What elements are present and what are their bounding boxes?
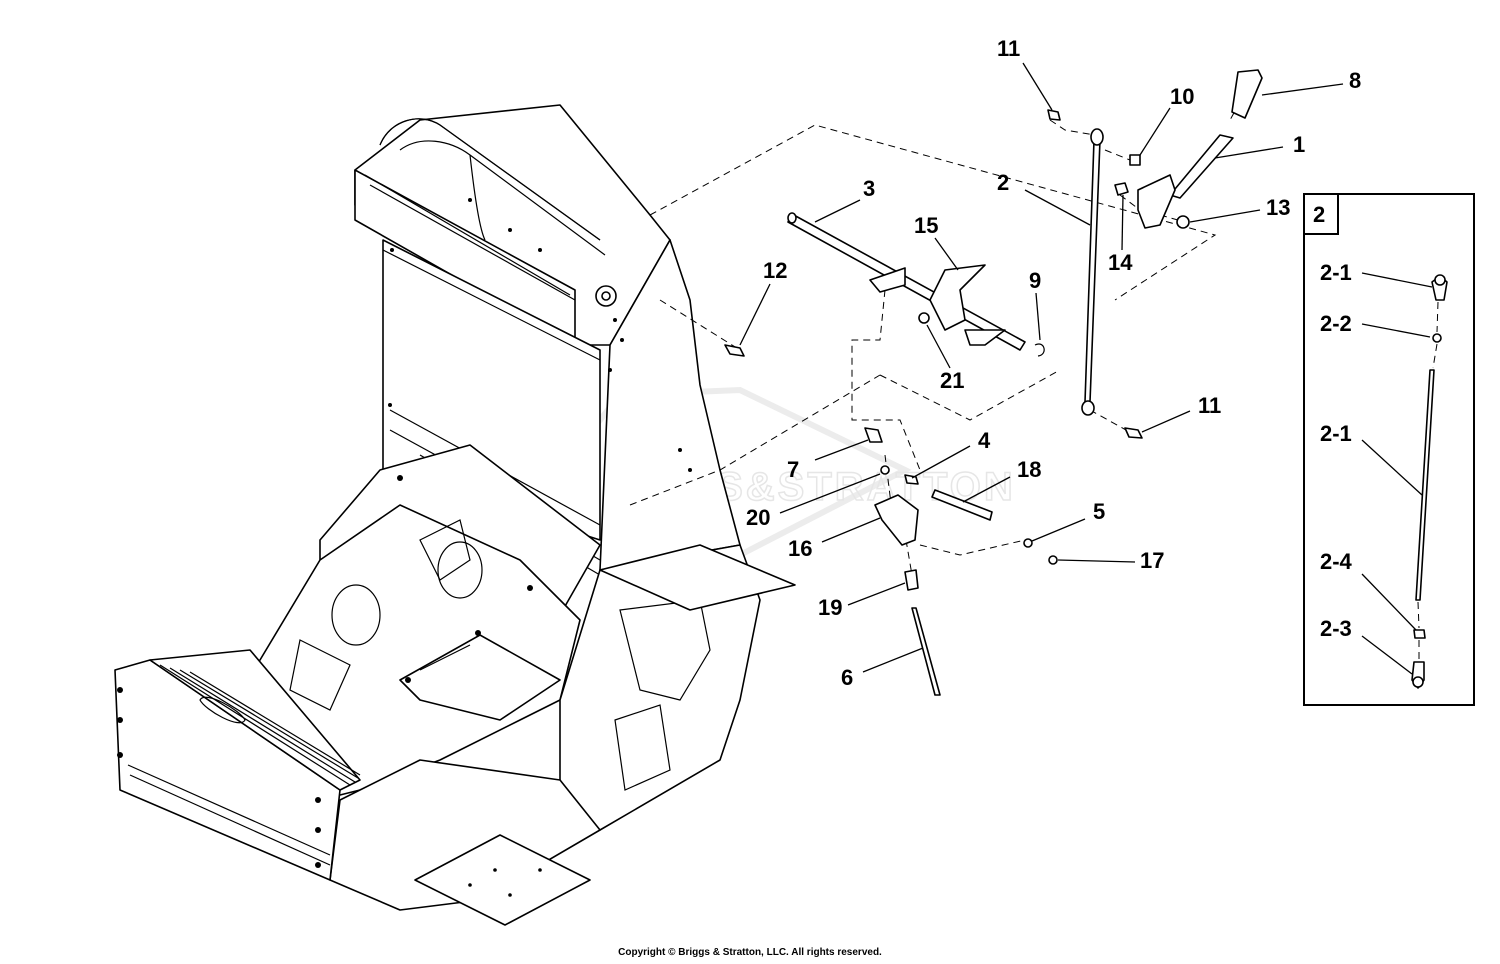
frame-assembly: [114, 104, 796, 926]
inset-callout-2-3: 2-3: [1320, 616, 1352, 641]
callout-7: 7: [787, 457, 799, 482]
callout-labels: 11 10 8 1 2 13 14 3 15 9 12 21 11 4 18 7…: [746, 36, 1361, 690]
callout-leaders: [739, 62, 1344, 673]
inset-callout-2-1-mid: 2-1: [1320, 421, 1352, 446]
callout-18: 18: [1017, 457, 1041, 482]
callout-2: 2: [997, 170, 1009, 195]
callout-11: 11: [997, 36, 1020, 61]
callout-11-lower: 11: [1198, 393, 1221, 418]
callout-1: 1: [1293, 132, 1305, 157]
inset-callout-2-2: 2-2: [1320, 311, 1352, 336]
callout-9: 9: [1029, 268, 1041, 293]
copyright-notice: Copyright © Briggs & Stratton, LLC. All …: [618, 947, 882, 958]
callout-4: 4: [978, 428, 991, 453]
loose-parts: [724, 69, 1263, 696]
callout-16: 16: [788, 536, 812, 561]
callout-13: 13: [1266, 195, 1290, 220]
callout-6: 6: [841, 665, 853, 690]
callout-15: 15: [914, 213, 938, 238]
callout-20: 20: [746, 505, 770, 530]
callout-5: 5: [1093, 499, 1105, 524]
callout-10: 10: [1170, 84, 1194, 109]
inset-header: 2: [1313, 202, 1325, 227]
callout-19: 19: [818, 595, 842, 620]
callout-12: 12: [763, 258, 787, 283]
inset-detail-2: 2 2-1 2-2 2-1 2-4 2-3: [1303, 193, 1475, 706]
callout-14: 14: [1108, 250, 1133, 275]
inset-callout-2-1-top: 2-1: [1320, 260, 1352, 285]
callout-17: 17: [1140, 548, 1164, 573]
callout-21: 21: [940, 368, 964, 393]
callout-3: 3: [863, 176, 875, 201]
callout-8: 8: [1349, 68, 1361, 93]
inset-callout-2-4: 2-4: [1320, 549, 1353, 574]
